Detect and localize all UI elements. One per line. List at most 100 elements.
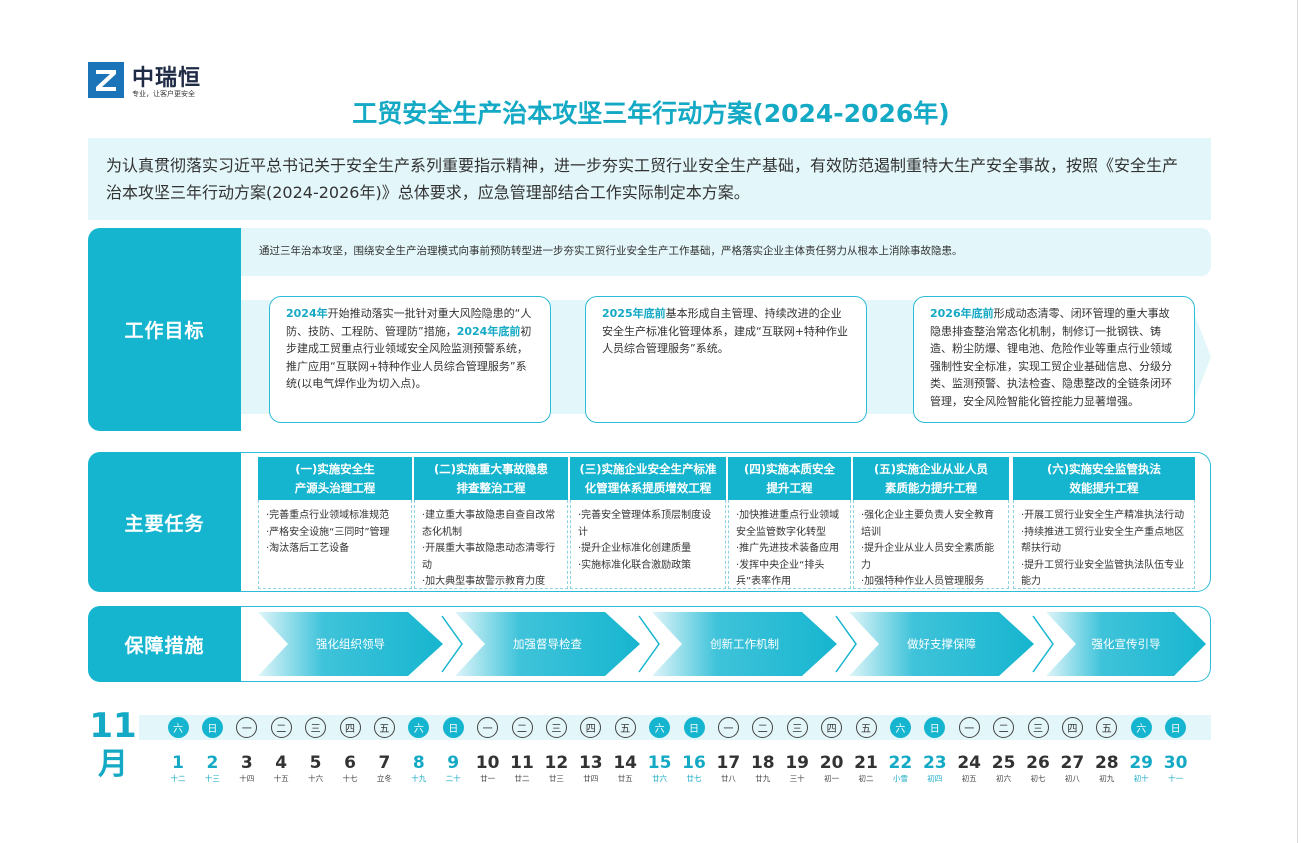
calendar-weekday: 五 [1096, 717, 1118, 738]
calendar-weekday: 四 [1061, 717, 1083, 738]
calendar-lunar-date: 初十 [1133, 774, 1149, 783]
task-items: ·开展工贸行业安全生产精准执法行动 ·持续推进工贸行业安全生产重点地区帮扶行动 … [1013, 500, 1195, 589]
task-header: (三)实施企业安全生产标准化管理体系提质增效工程 [570, 457, 726, 500]
calendar-day-number: 5 [309, 753, 322, 773]
task-column: (一)实施安全生产源头治理工程 ·完善重点行业领域标准规范 ·严格安全设施“三同… [258, 457, 412, 589]
calendar-day-number: 2 [206, 753, 219, 773]
calendar-lunar-date: 廿八 [720, 774, 736, 783]
task-item: ·完善安全管理体系顶层制度设计 [578, 510, 712, 538]
task-items: ·建立重大事故隐患自查自改常态化机制 ·开展重大事故隐患动态清零行动 ·加大典型… [414, 500, 568, 589]
goal-card-2026: 2026年底前形成动态清零、闭环管理的重大事故隐患排查整治常态化机制，制修订一批… [913, 296, 1195, 423]
chevron-right-icon [441, 615, 463, 673]
logo-name: 中瑞恒 [132, 66, 202, 91]
task-items: ·完善安全管理体系顶层制度设计 ·提升企业标准化创建质量 ·实施标准化联合激励政… [570, 500, 726, 589]
task-header: (二)实施重大事故隐患排查整治工程 [414, 457, 568, 500]
measure-label: 创新工作机制 [710, 637, 779, 651]
calendar-weekday: 六 [167, 717, 189, 738]
task-item: ·提升企业从业人员安全素质能力 [861, 543, 995, 571]
calendar-day-number: 10 [475, 753, 500, 773]
calendar-day-number: 17 [716, 753, 741, 773]
calendar-lunar-date: 十三 [204, 774, 220, 783]
calendar-weekday: 二 [993, 717, 1015, 738]
calendar-lunar-date: 廿四 [583, 774, 599, 783]
calendar-day-number: 8 [412, 753, 425, 773]
calendar-lunar-date: 初二 [858, 774, 874, 783]
goal-card-2024: 2024年开始推动落实一批针对重大风险隐患的“人防、技防、工程防、管理防”措施，… [269, 296, 551, 423]
task-item: ·建立重大事故隐患自查自改常态化机制 [422, 510, 556, 538]
company-logo: 中瑞恒 专业，让客户更安全 [88, 62, 228, 102]
calendar-day-number: 4 [275, 753, 288, 773]
calendar-lunar-date: 初五 [961, 774, 977, 783]
calendar-day-number: 6 [344, 753, 356, 773]
page-title: 工贸安全生产治本攻坚三年行动方案(2024-2026年) [352, 99, 950, 128]
calendar-day-number: 9 [447, 753, 460, 773]
calendar-day-number: 11 [510, 753, 534, 773]
measure-label: 做好支撑保障 [907, 637, 976, 651]
calendar-lunar-date: 初八 [1064, 774, 1080, 783]
calendar-weekday: 二 [752, 717, 774, 738]
calendar-weekday: 四 [821, 717, 843, 738]
calendar-weekday: 二 [270, 717, 292, 738]
measure-arrow: 加强督导检查 [455, 612, 640, 676]
calendar-lunar-date: 十六 [308, 774, 324, 783]
chevron-right-icon [835, 615, 857, 673]
logo-slogan: 专业，让客户更安全 [132, 90, 195, 98]
task-item: ·实施标准化联合激励政策 [578, 559, 692, 571]
task-header: (五)实施企业从业人员素质能力提升工程 [853, 457, 1009, 500]
calendar-day-number: 21 [854, 753, 878, 773]
calendar-lunar-date: 十一 [1168, 774, 1184, 783]
calendar-day-number: 22 [888, 753, 913, 773]
calendar-month-number: 11 [89, 706, 137, 746]
measures-label: 保障措施 [88, 606, 241, 682]
calendar-weekday: 三 [1027, 717, 1049, 738]
goal-card-year: 2024年 [286, 307, 328, 320]
tasks-frame [241, 452, 1211, 592]
calendar-day-number: 19 [785, 753, 810, 773]
measure-arrow: 强化宣传引导 [1046, 612, 1206, 676]
chevron-right-icon [1032, 615, 1054, 673]
task-item: ·提升企业标准化创建质量 [578, 543, 692, 554]
task-item: ·加快推进重点行业领域安全监管数字化转型 [736, 510, 840, 538]
task-column: (三)实施企业安全生产标准化管理体系提质增效工程 ·完善安全管理体系顶层制度设计… [570, 457, 726, 589]
calendar-lunar-date: 十九 [411, 774, 427, 783]
calendar-weekday: 六 [649, 717, 671, 738]
goal-card-text: 开始推动落实一批针对重大风险隐患的“人防、技防、工程防、管理防”措施， [286, 307, 532, 338]
calendar-lunar-date: 廿五 [617, 774, 633, 783]
calendar-weekday: 一 [717, 717, 739, 738]
goal-card-year: 2026年底前 [930, 307, 994, 320]
calendar-weekday: 四 [580, 717, 602, 738]
calendar-lunar-date: 三十 [789, 774, 805, 783]
calendar-month-char: 月 [98, 747, 128, 782]
chevron-arrow-icon [652, 612, 837, 676]
task-column: (二)实施重大事故隐患排查整治工程 ·建立重大事故隐患自查自改常态化机制 ·开展… [414, 457, 568, 589]
task-item: ·开展重大事故隐患动态清零行动 [422, 543, 556, 571]
goal-card-text: 形成动态清零、闭环管理的重大事故隐患排查整治常态化机制，制修订一批钢铁、铸造、粉… [930, 307, 1172, 408]
measure-label: 强化宣传引导 [1091, 637, 1161, 651]
measures-frame [241, 606, 1211, 682]
calendar-day-number: 28 [1094, 753, 1119, 773]
calendar-weekday: 日 [1165, 717, 1187, 738]
calendar-day-number: 13 [578, 753, 603, 773]
task-item: ·推广先进技术装备应用 [736, 543, 840, 554]
calendar-day-number: 15 [647, 753, 672, 773]
task-column: (四)实施本质安全提升工程 ·加快推进重点行业领域安全监管数字化转型 ·推广先进… [728, 457, 851, 589]
calendar-lunar-date: 初六 [996, 774, 1012, 783]
task-item: ·淘汰落后工艺设备 [266, 543, 350, 554]
calendar-weekday: 三 [545, 717, 567, 738]
calendar-lunar-date: 小雪 [892, 774, 908, 783]
task-column: (五)实施企业从业人员素质能力提升工程 ·强化企业主要负责人安全教育培训 ·提升… [853, 457, 1009, 589]
calendar-weekday: 五 [373, 717, 395, 738]
tasks-label: 主要任务 [88, 452, 241, 592]
calendar-lunar-date: 廿七 [686, 774, 702, 783]
calendar-lunar-date: 二十 [445, 774, 461, 783]
calendar-day-number: 3 [240, 753, 253, 773]
page-edge-line [1297, 0, 1298, 843]
chevron-arrow-icon [849, 612, 1034, 676]
goal-card-text: 基本形成自主管理、持续改进的企业安全生产标准化管理体系，建成“互联网+特种作业人… [602, 307, 848, 355]
calendar-day-number: 29 [1129, 753, 1154, 773]
task-items: ·加快推进重点行业领域安全监管数字化转型 ·推广先进技术装备应用 ·发挥中央企业… [728, 500, 851, 589]
calendar-lunar-date: 初四 [927, 774, 943, 783]
calendar-weekday: 二 [511, 717, 533, 738]
calendar-weekday: 三 [305, 717, 327, 738]
task-header: (一)实施安全生产源头治理工程 [258, 457, 412, 500]
